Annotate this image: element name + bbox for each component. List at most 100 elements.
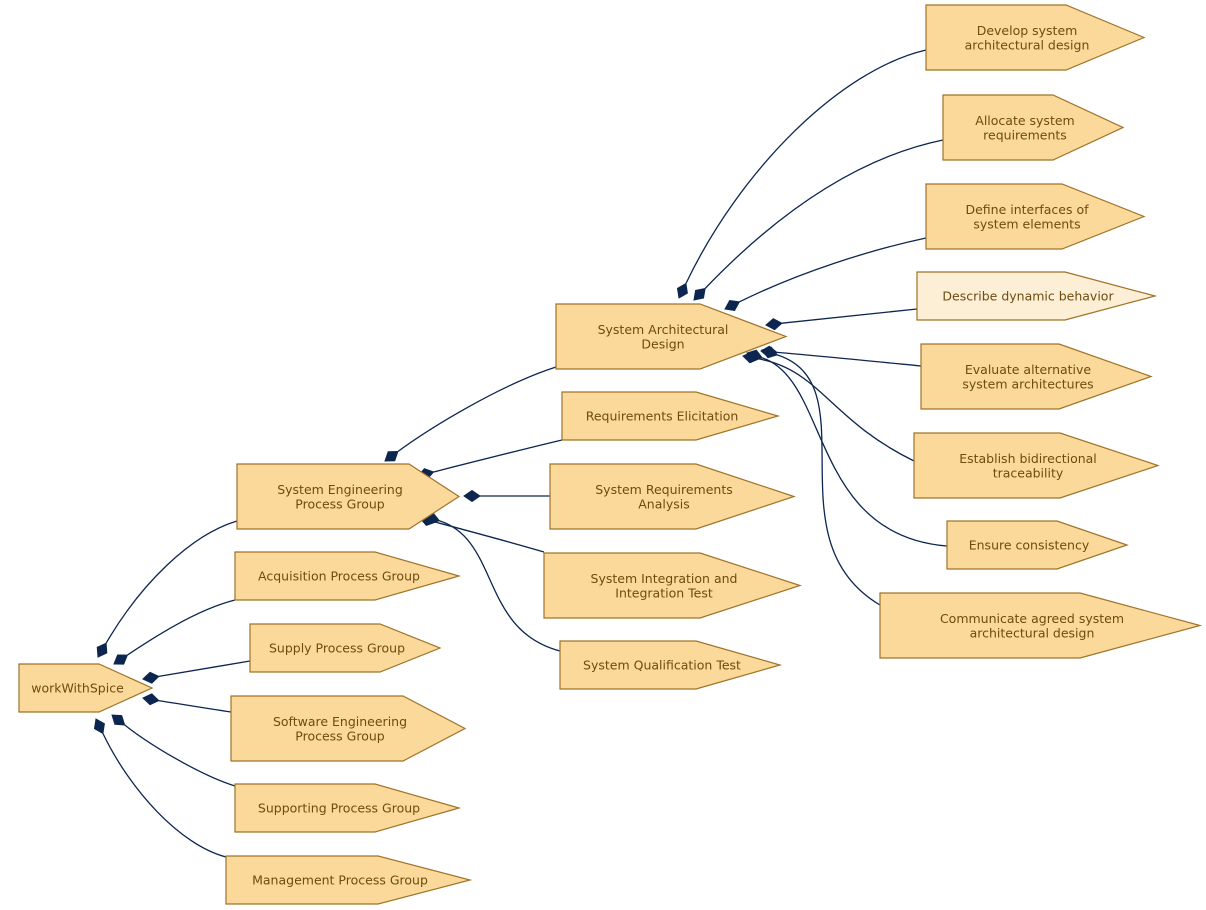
composition-diamond-icon: [746, 349, 764, 362]
node-label: Supporting Process Group: [258, 801, 420, 816]
composition-diamond-icon: [93, 718, 105, 735]
composition-diamond-icon: [761, 346, 779, 359]
node-label: Develop system: [977, 23, 1078, 38]
edge-root-swe: [142, 693, 232, 713]
node-label: architectural design: [965, 37, 1090, 52]
composition-diamond-icon: [113, 654, 129, 665]
composition-diamond-icon: [142, 671, 160, 684]
node-label: Integration Test: [615, 585, 713, 600]
edge-seg-sra: [463, 489, 550, 503]
process-arrow-shape: [555, 303, 788, 370]
node-label: Design: [641, 336, 684, 351]
process-arrow-shape: [234, 783, 462, 833]
process-arrow-shape: [925, 4, 1146, 71]
node-label: System Integration and: [591, 571, 738, 586]
edge-root-man: [93, 718, 227, 858]
edge-line: [761, 357, 948, 547]
edges-layer: [93, 49, 948, 858]
node-sqt[interactable]: System Qualification Test: [559, 640, 783, 690]
edge-line: [126, 599, 236, 656]
node-label: Ensure consistency: [969, 538, 1090, 553]
node-label: Acquisition Process Group: [258, 569, 420, 584]
process-arrow-shape: [559, 640, 783, 690]
edge-seg-sqt: [423, 512, 561, 652]
edge-line: [158, 660, 251, 678]
node-acq[interactable]: Acquisition Process Group: [234, 551, 462, 601]
edge-line: [739, 237, 927, 303]
process-arrow-shape: [549, 463, 796, 530]
edge-seg-re: [417, 439, 563, 480]
edge-root-supp: [111, 714, 236, 787]
node-sup[interactable]: Supply Process Group: [249, 623, 442, 673]
node-label: Establish bidirectional: [959, 451, 1097, 466]
edge-line: [781, 308, 918, 324]
node-label: System Architectural: [598, 322, 729, 337]
node-label: Management Process Group: [252, 873, 428, 888]
process-arrow-shape: [913, 432, 1160, 499]
process-arrow-shape: [225, 855, 473, 905]
edge-line: [435, 521, 545, 553]
node-label: traceability: [993, 465, 1064, 480]
node-label: architectural design: [970, 625, 1095, 640]
process-arrow-shape: [561, 391, 781, 441]
node-man[interactable]: Management Process Group: [225, 855, 473, 905]
node-re[interactable]: Requirements Elicitation: [561, 391, 781, 441]
edge-line: [439, 520, 561, 652]
edge-line: [685, 49, 927, 284]
process-arrow-shape: [920, 343, 1153, 410]
edge-sad-asr: [693, 139, 944, 301]
node-label: Analysis: [638, 496, 690, 511]
edge-line: [158, 699, 232, 713]
process-arrow-shape: [234, 551, 462, 601]
node-supp[interactable]: Supporting Process Group: [234, 783, 462, 833]
edge-line: [704, 139, 944, 289]
node-label: Allocate system: [975, 113, 1074, 128]
composition-diamond-icon: [693, 287, 706, 301]
composition-diamond-icon: [111, 714, 126, 726]
node-label: Process Group: [295, 728, 385, 743]
node-label: system elements: [973, 216, 1080, 231]
node-root[interactable]: workWithSpice: [18, 663, 154, 713]
edge-sad-dise: [724, 237, 927, 311]
composition-diamond-icon: [724, 299, 741, 311]
node-label: Process Group: [295, 496, 385, 511]
node-label: System Engineering: [277, 482, 403, 497]
composition-diamond-icon: [676, 282, 688, 299]
edge-sad-casad: [761, 346, 881, 606]
composition-diamond-icon: [765, 318, 783, 331]
edge-line: [433, 439, 563, 473]
edge-sad-dsad: [676, 49, 927, 299]
process-arrow-shape: [879, 592, 1203, 659]
edge-line: [758, 358, 915, 462]
process-arrow-shape: [249, 623, 442, 673]
node-ddb[interactable]: Describe dynamic behavior: [916, 271, 1158, 321]
edge-root-acq: [113, 599, 236, 665]
node-label: Describe dynamic behavior: [942, 289, 1114, 304]
node-label: requirements: [983, 127, 1067, 142]
process-arrow-shape: [925, 183, 1146, 250]
edge-line: [124, 724, 236, 787]
process-arrow-shape: [946, 520, 1129, 570]
node-ec[interactable]: Ensure consistency: [946, 520, 1129, 570]
edge-sad-ddb: [765, 308, 918, 331]
process-arrow-shape: [916, 271, 1158, 321]
edge-sad-easa: [760, 345, 922, 367]
edge-seg-sad: [384, 366, 557, 462]
composition-diamond-icon: [142, 693, 160, 706]
edge-line: [776, 354, 881, 606]
node-label: system architectures: [962, 376, 1093, 391]
node-label: Communicate agreed system: [940, 611, 1124, 626]
process-arrow-shape: [230, 695, 467, 762]
